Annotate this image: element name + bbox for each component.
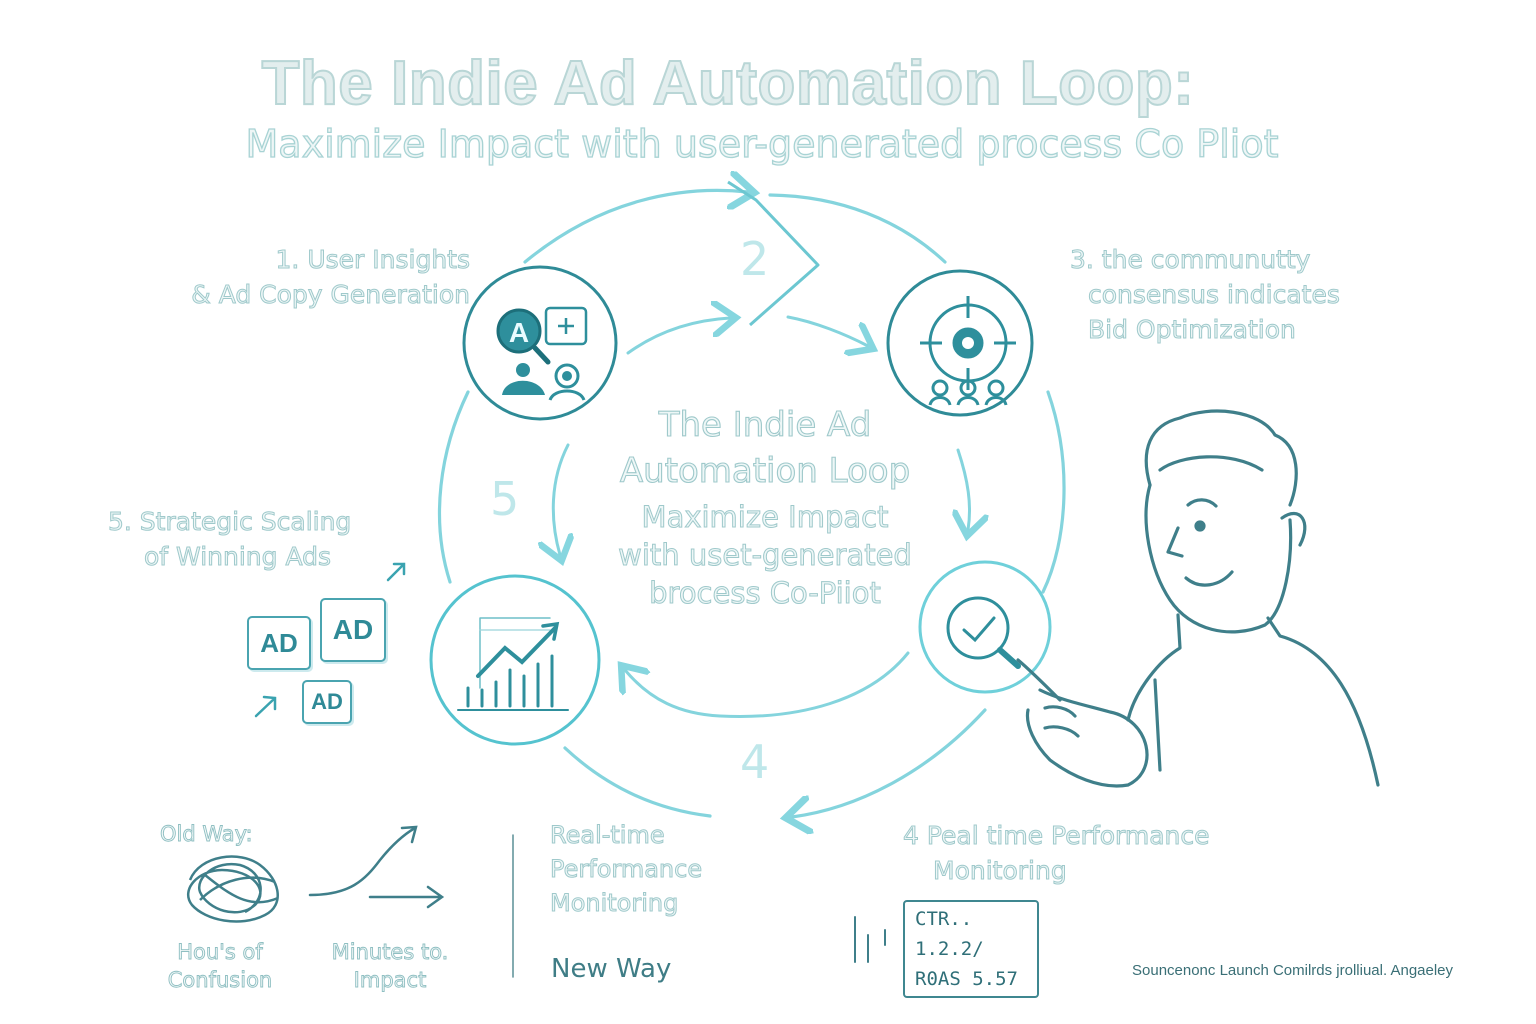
label-line: consensus indicates	[1088, 280, 1341, 310]
tangled-scribble-icon	[186, 855, 279, 923]
new-way-label: New Way	[551, 954, 672, 984]
person-illustration	[1016, 409, 1380, 788]
label-strategic-scaling: 5. Strategic Scaling of Winning Ads	[108, 504, 388, 574]
step-number-2: 2	[740, 232, 770, 286]
outer-loop-arrows	[437, 190, 1066, 817]
caption-line: Hou's of	[177, 940, 263, 965]
target-audience-icon	[920, 296, 1016, 406]
svg-text:A: A	[509, 317, 529, 348]
ad-tile: AD	[320, 598, 386, 662]
caption-line: Minutes to.	[331, 940, 449, 965]
old-way-caption: Hou's of Confusion	[150, 938, 290, 994]
search-person-icon: A	[496, 306, 588, 401]
metric-roas: R0AS 5.57	[915, 968, 1018, 990]
check-magnifier-icon	[946, 596, 1021, 669]
new-way-caption: Minutes to. Impact	[325, 938, 455, 994]
node-strategic-scaling	[429, 574, 601, 746]
label-line: 3. the communutty	[1070, 245, 1311, 275]
metric-ctr: CTR.. 1.2.2/	[915, 908, 984, 960]
page-title: The Indie Ad Automation Loop:	[261, 48, 1195, 119]
inner-loop-arrows	[553, 317, 969, 718]
step-number-4: 4	[740, 735, 770, 789]
ad-tile: AD	[302, 680, 352, 724]
growth-chart-icon	[457, 617, 569, 711]
label-line: of Winning Ads	[144, 542, 332, 572]
center-title-line: Automation Loop	[619, 450, 911, 491]
label-bid-optimization: 3. the communutty consensus indicates Bi…	[1070, 242, 1370, 347]
footer-credit: Souncenonc Launch Comilrds jrolliual. An…	[1132, 962, 1454, 979]
center-text: The Indie Ad Automation Loop Maximize Im…	[575, 402, 955, 612]
text-line: Monitoring	[549, 889, 679, 918]
label-line: 4 Peal time Performance	[903, 821, 1210, 851]
label-line: Monitoring	[933, 856, 1068, 886]
step-number-5: 5	[490, 472, 520, 526]
label-line: 1. User Insights	[275, 245, 470, 275]
label-user-insights: 1. User Insights & Ad Copy Generation	[180, 242, 471, 312]
text-line: Performance	[549, 855, 703, 884]
metrics-box: CTR.. 1.2.2/ R0AS 5.57	[903, 900, 1039, 998]
center-sub-line: brocess Co-Piiot	[649, 576, 882, 611]
center-sub-line: with uset-generated	[618, 538, 913, 573]
caption-line: Impact	[353, 968, 427, 993]
center-sub-line: Maximize Impact	[641, 500, 889, 535]
label-line: Bid Optimization	[1088, 315, 1297, 345]
node-user-insights	[462, 265, 618, 421]
text-line: Real-time	[549, 821, 665, 850]
page-subtitle: Maximize Impact with user-generated proc…	[245, 121, 1279, 166]
label-performance-monitoring: 4 Peal time Performance Monitoring	[903, 818, 1263, 888]
center-title-line: The Indie Ad	[658, 404, 872, 445]
realtime-monitoring-text: Real-time Performance Monitoring	[549, 818, 703, 920]
label-line: 5. Strategic Scaling	[108, 507, 352, 537]
label-line: & Ad Copy Generation	[191, 280, 471, 310]
caption-line: Confusion	[167, 968, 273, 993]
zigzag-arrow	[727, 180, 820, 327]
old-way-label: Old Way:	[160, 822, 254, 847]
ad-tile: AD	[247, 616, 311, 670]
